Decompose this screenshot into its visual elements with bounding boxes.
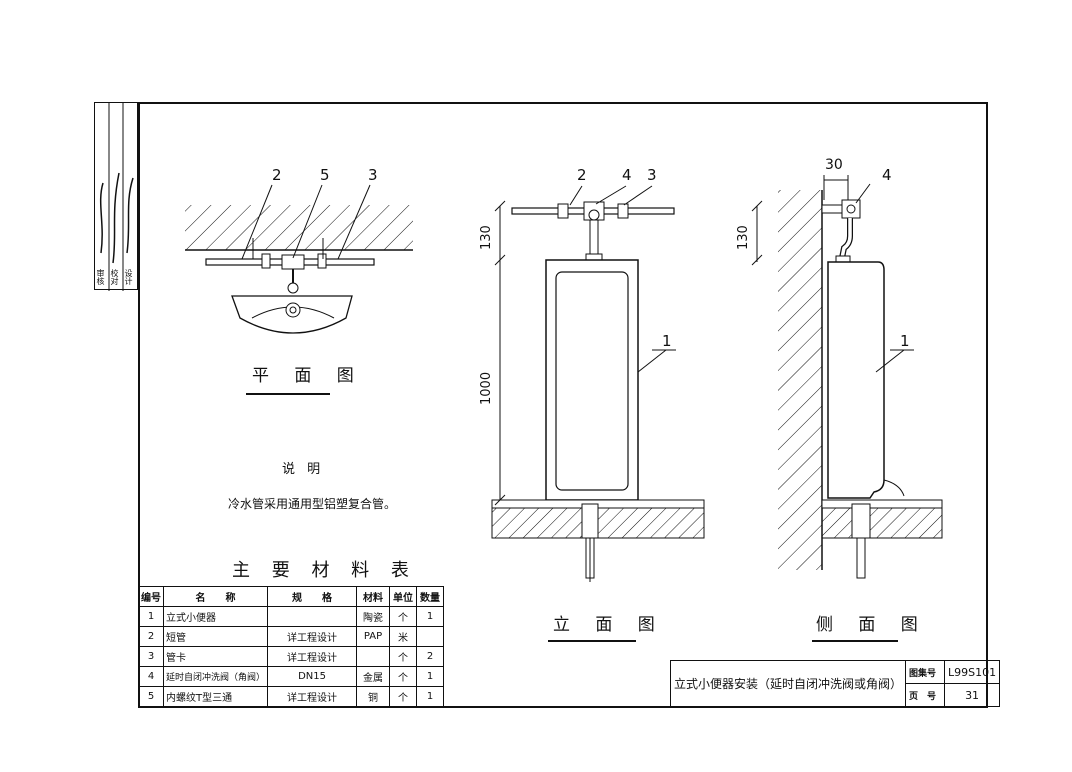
side-floor (821, 507, 943, 539)
notes-text: 冷水管采用通用型铝塑复合管。 (228, 497, 397, 511)
notes-heading: 说 明 (282, 462, 325, 477)
table-cell: 2 (416, 646, 445, 667)
table-cell: 1 (416, 686, 445, 707)
table-row: 4 延时自闭冲洗阀（角阀） DN15 金属 个 1 (138, 666, 445, 687)
elevation-title: 立 面 图 (553, 615, 665, 635)
table-row: 3 管卡 详工程设计 个 2 (138, 646, 445, 667)
table-cell: 5 (138, 686, 164, 707)
signature-strip-lines (99, 103, 134, 291)
table-cell: 1 (416, 666, 445, 687)
elevation-title-underline (548, 640, 636, 642)
table-cell: 4 (138, 666, 164, 687)
table-cell (416, 626, 445, 647)
table-header: 编号 (138, 586, 164, 607)
side-callout-1: 1 (900, 332, 910, 350)
page-label: 页 号 (905, 683, 946, 707)
title-block: 立式小便器安装（延时自闭冲洗阀或角阀） 图集号 L99S101 页 号 31 (669, 660, 1001, 707)
table-header: 规 格 (267, 586, 358, 607)
table-cell: 详工程设计 (267, 686, 358, 707)
plan-callout-5: 5 (320, 166, 330, 184)
materials-title: 主 要 材 料 表 (232, 560, 417, 581)
table-cell: 个 (389, 666, 418, 687)
page-number: 31 (944, 683, 1001, 707)
table-cell: 个 (389, 686, 418, 707)
table-row: 2 短管 详工程设计 PAP 米 (138, 626, 445, 647)
table-cell: 内螺纹T型三通 (162, 686, 269, 707)
elevation-callout-1: 1 (662, 332, 672, 350)
strip-label-design: 设计 (124, 269, 133, 285)
table-cell: 2 (138, 626, 164, 647)
table-cell: 1 (416, 606, 445, 627)
table-cell: 详工程设计 (267, 626, 358, 647)
table-cell: 详工程设计 (267, 646, 358, 667)
table-header: 单位 (389, 586, 418, 607)
elevation-dim-1000: 1000 (479, 371, 494, 405)
side-dim-130: 130 (736, 225, 751, 250)
elevation-callout-2: 2 (577, 166, 587, 184)
table-cell: 延时自闭冲洗阀（角阀） (162, 666, 269, 687)
elevation-callout-4: 4 (622, 166, 632, 184)
table-header: 材料 (356, 586, 391, 607)
atlas-number: L99S101 (944, 660, 1001, 684)
elevation-view (491, 185, 705, 582)
strip-label-check: 校对 (110, 269, 119, 285)
table-header-row: 编号 名 称 规 格 材料 单位 数量 (138, 586, 445, 607)
table-row: 1 立式小便器 陶瓷 个 1 (138, 606, 445, 627)
plan-callout-3: 3 (368, 166, 378, 184)
table-cell: 陶瓷 (356, 606, 391, 627)
table-header: 名 称 (162, 586, 269, 607)
plan-callout-2: 2 (272, 166, 282, 184)
elevation-dim-130: 130 (479, 225, 494, 250)
table-row: 5 内螺纹T型三通 详工程设计 铜 个 1 (138, 686, 445, 707)
drawing-title: 立式小便器安装（延时自闭冲洗阀或角阀） (669, 660, 907, 707)
table-cell: 个 (389, 646, 418, 667)
table-cell: 铜 (356, 686, 391, 707)
table-header: 数量 (416, 586, 445, 607)
drawing-frame (138, 102, 988, 708)
table-cell: 米 (389, 626, 418, 647)
side-dim-30: 30 (825, 157, 843, 173)
signature-strip: 审核 校对 设计 (94, 102, 138, 291)
table-cell: 个 (389, 606, 418, 627)
side-callout-4: 4 (882, 166, 892, 184)
side-urinal (827, 261, 885, 499)
table-cell: 3 (138, 646, 164, 667)
table-cell (356, 646, 391, 667)
side-title: 侧 面 图 (816, 615, 928, 635)
table-cell (267, 606, 358, 627)
plan-view (185, 184, 413, 334)
handwritten-signatures (99, 172, 134, 264)
table-cell: 立式小便器 (162, 606, 269, 627)
side-title-underline (812, 640, 898, 642)
strip-label-review: 审核 (96, 269, 105, 285)
table-cell: PAP (356, 626, 391, 647)
table-cell: 1 (138, 606, 164, 627)
table-cell: DN15 (267, 666, 358, 687)
side-view (751, 175, 943, 579)
side-wall-hatch (778, 190, 822, 570)
plan-title: 平 面 图 (252, 366, 364, 386)
plan-title-underline (246, 393, 330, 395)
table-cell: 短管 (162, 626, 269, 647)
table-cell: 金属 (356, 666, 391, 687)
elevation-callout-3: 3 (647, 166, 657, 184)
table-cell: 管卡 (162, 646, 269, 667)
materials-table: 编号 名 称 规 格 材料 单位 数量 1 立式小便器 陶瓷 个 1 2 短管 … (138, 586, 445, 707)
atlas-label: 图集号 (905, 660, 946, 684)
